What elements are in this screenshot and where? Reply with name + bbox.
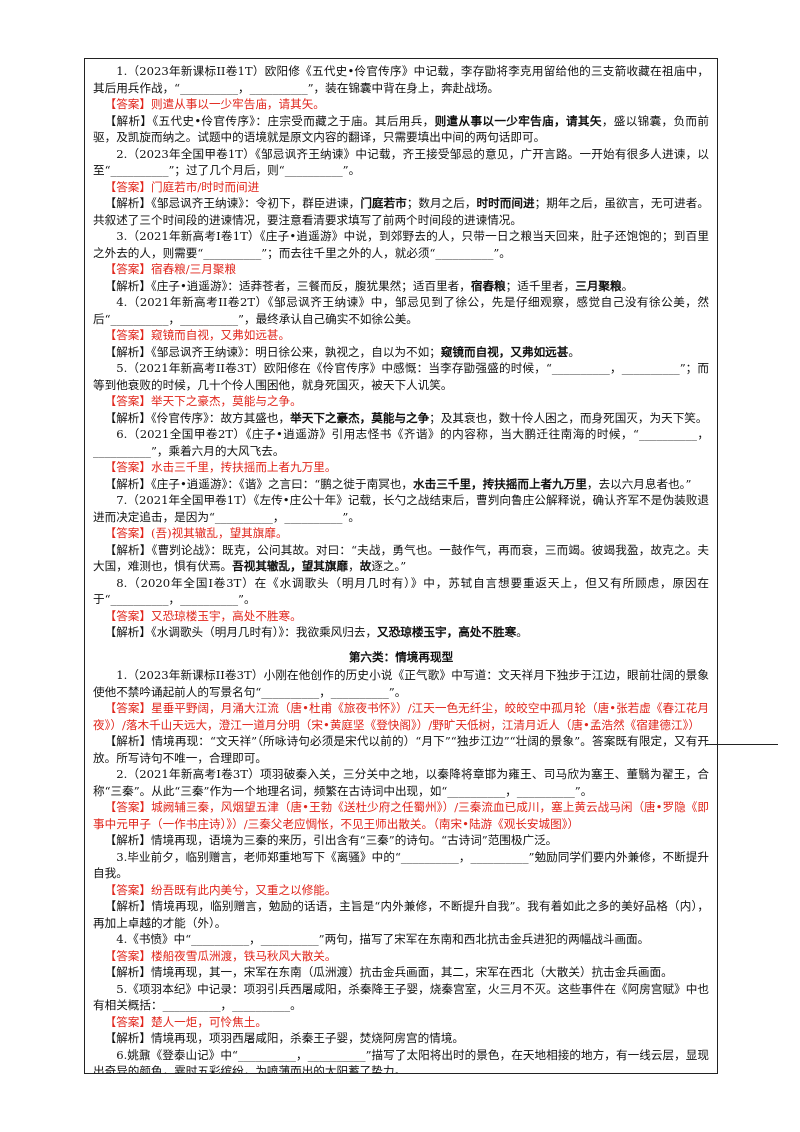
margin-rule bbox=[706, 744, 778, 745]
item-question: 8.（2020年全国I卷3T）在《水调歌头（明月几时有）》中，苏轼自言想要重返天… bbox=[93, 575, 709, 607]
item-answer: 【答案】宿舂粮/三月聚粮 bbox=[104, 262, 237, 276]
item6-answer: 【答案】星垂平野阔，月涌大江流（唐•杜甫《旅夜书怀》）/江天一色无纤尘，皎皎空中… bbox=[93, 701, 709, 732]
item-answer: 【答案】门庭若市/时时而间进 bbox=[104, 179, 260, 194]
explanation-text: 。 bbox=[621, 278, 634, 293]
item6-answer: 【答案】楼船夜雪瓜洲渡，铁马秋风大散关。 bbox=[104, 948, 337, 963]
item-question: 5.（2021年新高考II卷3T）欧阳修在《伶官传序》中感慨：当李存勖强盛的时候… bbox=[93, 361, 709, 392]
explanation-text: ， bbox=[348, 559, 360, 573]
item6-explanation: 【解析】情境再现，语境为三秦的来历，引出含有“三秦”的诗句。“古诗词”范围极广泛… bbox=[93, 832, 709, 849]
item6-question: 4.《书愤》中“__________，__________”两句，描写了宋军在东… bbox=[116, 932, 650, 946]
item6-answer: 【答案】城阙辅三秦，风烟望五津（唐•王勃《送杜少府之任蜀州》）/三秦流血已成川，… bbox=[93, 800, 709, 831]
item-question: 7.（2021年全国甲卷1T）《左传•庄公十年》记载，长勺之战结束后，曹刿向鲁庄… bbox=[93, 493, 709, 524]
explanation-text: 【解析】《邹忌讽齐王纳谏》：明日徐公来，孰视之，自以为不如； bbox=[104, 344, 441, 359]
explanation-text: 【解析】《邹忌讽齐王纳谏》：令初下，群臣进谏， bbox=[104, 196, 361, 210]
item6-explanation: 【解析】情境再现：“文天祥”（所咏诗句必须是宋代以前的）“月下”“独步江边”“壮… bbox=[93, 733, 709, 766]
item6-explanation: 【解析】情境再现，其一，宋军在东南（瓜洲渡）抗击金兵画面，其二，宋军在西北（大散… bbox=[93, 964, 709, 981]
explanation-text: 【解析】《五代史•伶官传序》：庄宗受而藏之于庙。其后用兵， bbox=[104, 113, 435, 128]
explanation-text: 【解析】《伶官传序》：故方其盛也， bbox=[104, 410, 291, 425]
item-explanation: 【解析】《邹忌讽齐王纳谏》：明日徐公来，孰视之，自以为不如；窥镜而自视，又弗如远… bbox=[93, 344, 709, 361]
explanation-text: 【解析】《庄子•逍遥游》：《谐》之言曰：“鹏之徙于南冥也， bbox=[104, 476, 413, 491]
explanation-text: 【解析】《曹刿论战》：既克，公问其故。对曰：“夫战，勇气也。一鼓作气，再而衰，三… bbox=[93, 542, 709, 574]
highlighted-phrase: 又恐琼楼玉宇，高处不胜寒 bbox=[377, 625, 517, 639]
explanation-text: ，去以六月息者也。” bbox=[586, 476, 692, 491]
item-explanation: 【解析】《伶官传序》：故方其盛也，举天下之豪杰，莫能与之争；及其衰也，数十伶人困… bbox=[93, 410, 709, 427]
explanation-text: 【解析】《水调歌头（明月几时有）》：我欲乘风归去， bbox=[104, 625, 378, 639]
item-question: 2.（2023年全国甲卷1T）《邹忌讽齐王纳谏》中记载，齐王接受邹忌的意见，广开… bbox=[93, 146, 709, 178]
item-explanation: 【解析】《水调歌头（明月几时有）》：我欲乘风归去，又恐琼楼玉宇，高处不胜寒。 bbox=[93, 624, 709, 641]
item-answer: 【答案】则遣从事以一少牢告庙，请其矢。 bbox=[104, 97, 325, 111]
highlighted-phrase: 水击三千里，抟扶摇而上者九万里 bbox=[413, 476, 587, 491]
item6-question: 3.毕业前夕，临别赠言，老师郑重地写下《离骚》中的“__________，___… bbox=[93, 849, 709, 881]
item-answer: 【答案】(吾)视其辙乱，望其旗靡。 bbox=[104, 526, 288, 540]
highlighted-phrase: 时时而间进 bbox=[476, 196, 535, 210]
explanation-text: ；数月之后， bbox=[406, 196, 477, 210]
item-explanation: 【解析】《庄子•逍遥游》：《谐》之言曰：“鹏之徙于南冥也，水击三千里，抟扶摇而上… bbox=[93, 476, 709, 493]
explanation-text: ；期年之后，虽欲言，无可进者。共叙述了三个时间段的进谏情况，要注意看清要求填写了… bbox=[93, 196, 709, 227]
item-question: 3.（2021年新高考I卷1T）《庄子•逍遥游》中说，到郊野去的人，只带一日之粮… bbox=[93, 229, 709, 260]
highlighted-phrase: 窥镜而自视，又弗如远甚 bbox=[440, 344, 569, 359]
item6-explanation: 【解析】情境再现，项羽西屠咸阳，杀秦王子婴，焚烧阿房宫的情境。 bbox=[93, 1030, 709, 1047]
item-explanation: 【解析】《曹刿论战》：既克，公问其故。对曰：“夫战，勇气也。一鼓作气，再而衰，三… bbox=[93, 542, 709, 575]
item6-answer: 【答案】楚人一炬，可怜焦土。 bbox=[104, 1014, 267, 1029]
explanation-text: 。 bbox=[568, 344, 580, 359]
explanation-text: ；及其衰也，数十伶人困之，而身死国灭，为天下笑。 bbox=[429, 410, 708, 425]
document-frame: 1.（2023年新课标II卷1T）欧阳修《五代史•伶官传序》中记载，李存勖将李克… bbox=[84, 58, 718, 1074]
item-answer: 【答案】窥镜而自视，又弗如远甚。 bbox=[104, 328, 291, 342]
explanation-text: 逐之。” bbox=[371, 559, 407, 573]
explanation-text: ；适千里者， bbox=[505, 278, 576, 293]
section-heading: 第六类：情境再现型 bbox=[348, 649, 454, 664]
highlighted-phrase: 则遣从事以一少牢告庙，请其矢 bbox=[434, 113, 602, 128]
item-question: 1.（2023年新课标II卷1T）欧阳修《五代史•伶官传序》中记载，李存勖将李克… bbox=[93, 64, 709, 95]
highlighted-phrase: 宿舂粮 bbox=[470, 278, 506, 293]
explanation-text: 【解析】情境再现，语境为三秦的来历，引出含有“三秦”的诗句。“古诗词”范围极广泛… bbox=[104, 833, 558, 847]
item-question: 6.（2021全国甲卷2T）《庄子•逍遥游》引用志怪书《齐谐》的内容称，当大鹏迁… bbox=[93, 427, 709, 458]
highlighted-phrase: 举天下之豪杰，莫能与之争 bbox=[290, 410, 430, 425]
item-explanation: 【解析】《庄子•逍遥游》：适莽苍者，三餐而反，腹犹果然；适百里者，宿舂粮；适千里… bbox=[93, 278, 709, 295]
highlighted-phrase: 故 bbox=[359, 559, 372, 573]
item-explanation: 【解析】《五代史•伶官传序》：庄宗受而藏之于庙。其后用兵，则遣从事以一少牢告庙，… bbox=[93, 113, 709, 146]
explanation-text: ，盛以锦囊，负而前驱，及凯旋而纳之。试题中的语境就是原文内容的翻译，只需要填出中… bbox=[93, 113, 709, 145]
item6-question: 2.（2021年新高考I卷3T）项羽破秦入关，三分关中之地，以秦降将章邯为雍王、… bbox=[93, 767, 709, 798]
highlighted-phrase: 吾视其辙乱，望其旗靡 bbox=[232, 559, 349, 573]
explanation-text: 。 bbox=[516, 625, 528, 639]
item6-answer: 【答案】纷吾既有此内美兮，又重之以修能。 bbox=[104, 882, 337, 897]
item6-question: 1.（2023年新课标II卷3T）小刚在他创作的历史小说《正气歌》中写道：文天祥… bbox=[93, 668, 709, 699]
explanation-text: 【解析】情境再现，项羽西屠咸阳，杀秦王子婴，焚烧阿房宫的情境。 bbox=[104, 1031, 465, 1045]
item-explanation: 【解析】《邹忌讽齐王纳谏》：令初下，群臣进谏，门庭若市；数月之后，时时而间进；期… bbox=[93, 195, 709, 228]
explanation-text: 【解析】情境再现，其一，宋军在东南（瓜洲渡）抗击金兵画面，其二，宋军在西北（大散… bbox=[104, 965, 673, 979]
item-answer: 【答案】举天下之豪杰，莫能与之争。 bbox=[104, 394, 302, 408]
item6-question: 5.《项羽本纪》中记录：项羽引兵西屠咸阳，杀秦降王子婴，烧秦宫室，火三月不灭。这… bbox=[93, 981, 709, 1013]
item6-explanation: 【解析】情境再现，临别赠言，勉励的话语，主旨是“内外兼修，不断提升自我”。我有着… bbox=[93, 898, 709, 931]
highlighted-phrase: 三月聚粮 bbox=[575, 278, 622, 293]
item-question: 4.（2021年新高考II卷2T）《邹忌讽齐王纳谏》中，邹忌见到了徐公，先是仔细… bbox=[93, 295, 709, 326]
explanation-text: 【解析】《庄子•逍遥游》：适莽苍者，三餐而反，腹犹果然；适百里者， bbox=[104, 278, 471, 293]
item-answer: 【答案】又恐琼楼玉宇，高处不胜寒。 bbox=[104, 608, 302, 623]
highlighted-phrase: 门庭若市 bbox=[360, 196, 407, 210]
item6-question: 6.姚鼐《登泰山记》中“__________，__________”描写了太阳将… bbox=[93, 1047, 709, 1074]
item-answer: 【答案】水击三千里，抟扶摇而上者九万里。 bbox=[104, 460, 337, 474]
explanation-text: 【解析】情境再现：“文天祥”（所咏诗句必须是宋代以前的）“月下”“独步江边”“壮… bbox=[93, 734, 709, 765]
explanation-text: 【解析】情境再现，临别赠言，勉励的话语，主旨是“内外兼修，不断提升自我”。我有着… bbox=[93, 899, 709, 930]
